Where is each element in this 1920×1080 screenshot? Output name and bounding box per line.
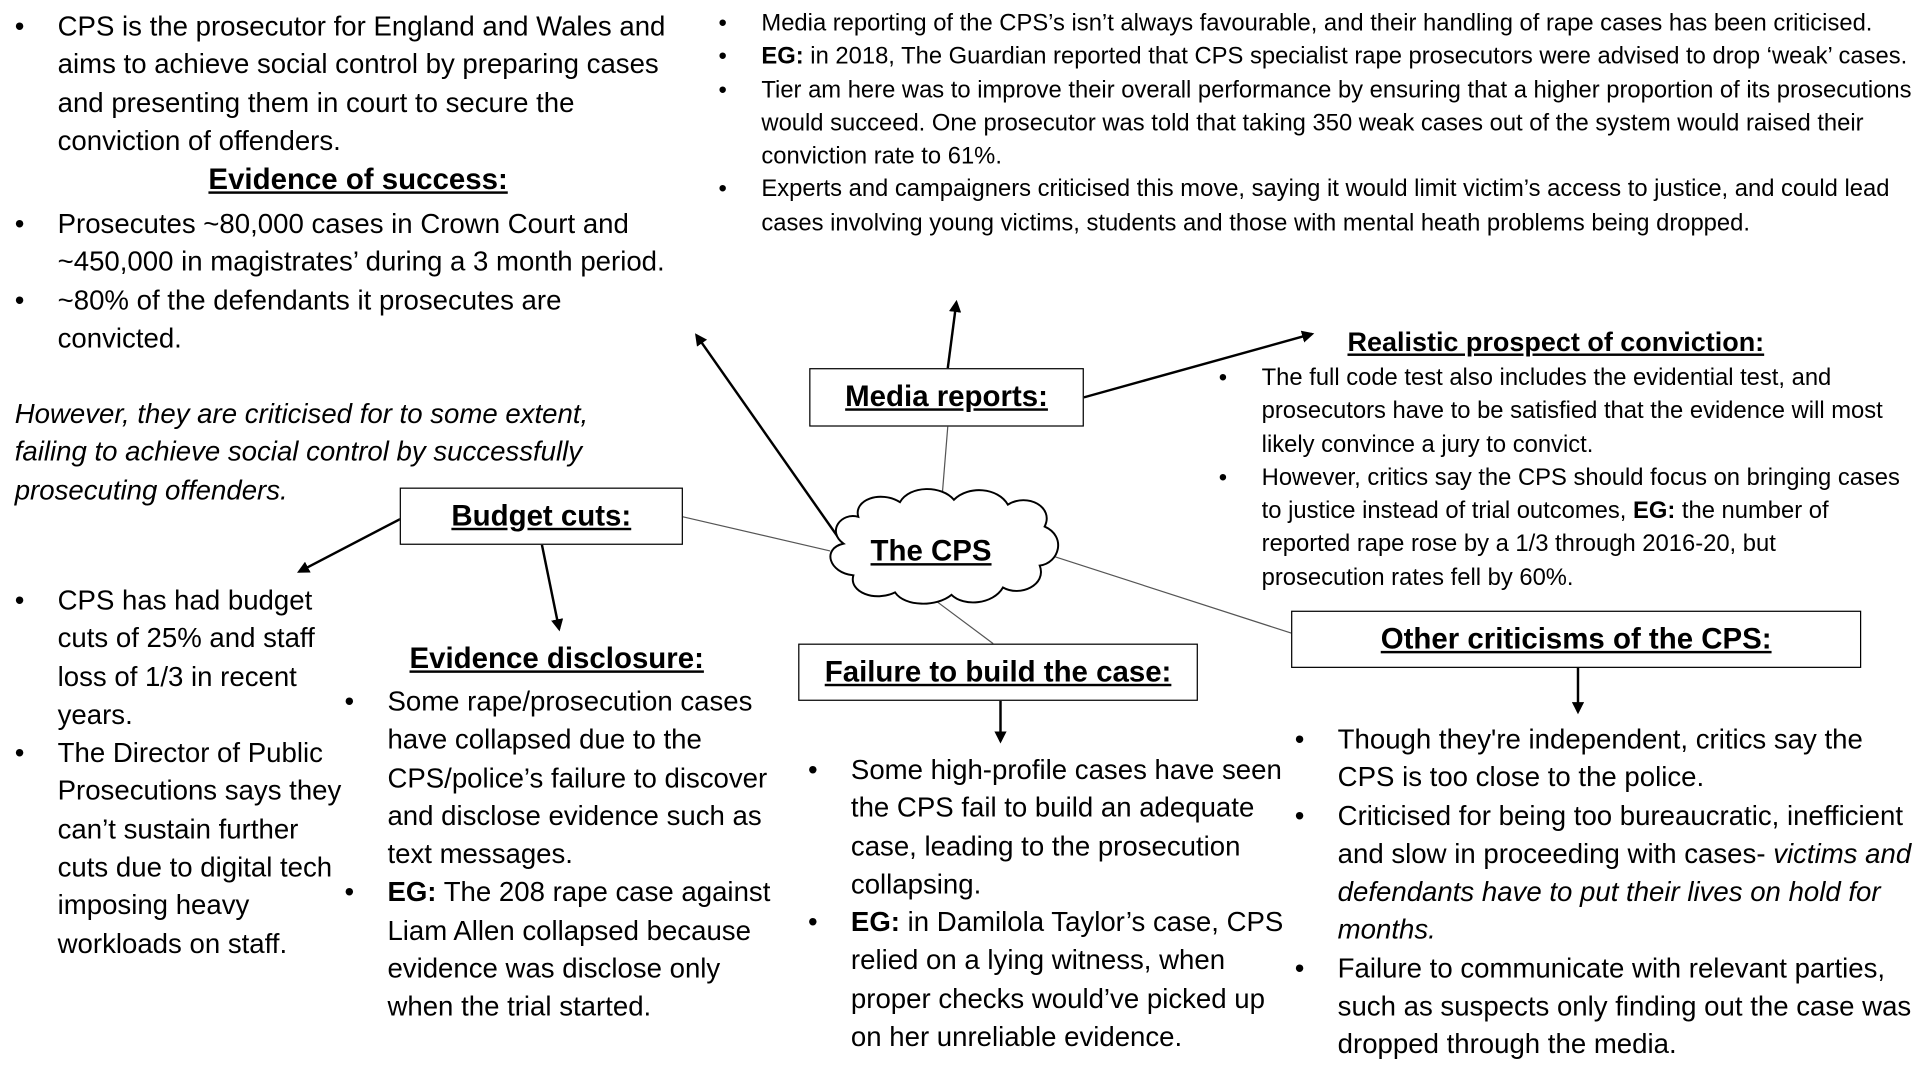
other-bullet-2-italic: victims and defendants have to put their…: [1337, 838, 1912, 946]
disclosure-list: Some rape/prosecution cases have collaps…: [342, 683, 783, 1026]
media-bullet-3: Tier am here was to improve their overal…: [716, 74, 1918, 174]
cloud-shape: [829, 488, 1060, 605]
media-list: Media reporting of the CPS’s isn’t alway…: [716, 7, 1918, 240]
budget-list: CPS has had budget cuts of 25% and staff…: [12, 581, 343, 962]
disclosure-bullet-2-text: The 208 rape case against Liam Allen col…: [387, 876, 771, 1022]
arrow-to-media-text: [946, 299, 962, 369]
media-reports-box: Media reports:: [809, 368, 1084, 427]
arrow-to-success: [695, 333, 839, 538]
realistic-heading: Realistic prospect of conviction:: [1347, 326, 1765, 358]
failure-bullet-2-text: in Damilola Taylor’s case, CPS relied on…: [850, 907, 1284, 1053]
realistic-bullet-2-text: However, critics say the CPS should focu…: [1261, 464, 1900, 525]
other-criticisms-box: Other criticisms of the CPS:: [1291, 610, 1862, 668]
failure-bullet-2: EG: in Damilola Taylor’s case, CPS relie…: [806, 903, 1296, 1056]
realistic-list: The full code test also includes the evi…: [1216, 362, 1903, 595]
intro-list: CPS is the prosecutor for England and Wa…: [12, 7, 699, 160]
disclosure-bullet-2: EG: The 208 rape case against Liam Allen…: [342, 873, 783, 1026]
other-bullet-3: Failure to communicate with relevant par…: [1292, 949, 1911, 1063]
arrow-to-realistic: [1083, 330, 1315, 399]
line-cloud-budget: [682, 516, 831, 552]
budget-bullet-2: The Director of Public Prosecutions says…: [12, 734, 343, 963]
other-bullet-2-text: Criticised for being too bureaucratic, i…: [1337, 800, 1904, 869]
arrow-to-disclosure: [540, 544, 564, 632]
success-heading: Evidence of success:: [208, 163, 508, 197]
budget-cuts-box: Budget cuts:: [399, 487, 683, 545]
disclosure-heading: Evidence disclosure:: [409, 642, 704, 676]
other-bullet-2: Criticised for being too bureaucratic, i…: [1292, 797, 1911, 950]
line-cloud-failure: [933, 599, 994, 645]
success-bullet-1: Prosecutes ~80,000 cases in Crown Court …: [12, 205, 674, 281]
failure-list: Some high-profile cases have seen the CP…: [806, 751, 1296, 1056]
media-bullet-4: Experts and campaigners criticised this …: [716, 174, 1918, 241]
success-however: However, they are criticised for to some…: [14, 398, 589, 506]
line-cloud-other: [1051, 555, 1294, 635]
realistic-bullet-2: However, critics say the CPS should focu…: [1216, 462, 1903, 595]
success-bullet-2: ~80% of the defendants it prosecutes are…: [12, 281, 674, 357]
eg-label: EG:: [850, 907, 900, 938]
media-bullet-2: EG: in 2018, The Guardian reported that …: [716, 41, 1918, 75]
realistic-bullet-1: The full code test also includes the evi…: [1216, 362, 1903, 462]
eg-label: EG:: [387, 876, 437, 908]
disclosure-bullet-1: Some rape/prosecution cases have collaps…: [342, 683, 783, 874]
eg-label: EG:: [1632, 497, 1676, 525]
failure-bullet-1: Some high-profile cases have seen the CP…: [806, 751, 1296, 904]
intro-bullet: CPS is the prosecutor for England and Wa…: [12, 7, 699, 160]
other-bullet-1: Though they're independent, critics say …: [1292, 720, 1911, 796]
success-list: Prosecutes ~80,000 cases in Crown Court …: [12, 205, 674, 358]
failure-box: Failure to build the case:: [798, 643, 1198, 701]
line-cloud-media: [941, 426, 949, 503]
realistic-bullet-2-eg: the number of reported rape rose by a 1/…: [1261, 497, 1829, 591]
budget-bullet-1: CPS has had budget cuts of 25% and staff…: [12, 581, 343, 734]
other-list: Though they're independent, critics say …: [1292, 720, 1911, 1063]
media-bullet-2-text: in 2018, The Guardian reported that CPS …: [810, 43, 1908, 70]
eg-label: EG:: [761, 43, 804, 70]
the-cps-label: The CPS: [870, 535, 992, 569]
arrow-to-budget-text: [296, 516, 403, 573]
media-bullet-1: Media reporting of the CPS’s isn’t alway…: [716, 7, 1918, 41]
